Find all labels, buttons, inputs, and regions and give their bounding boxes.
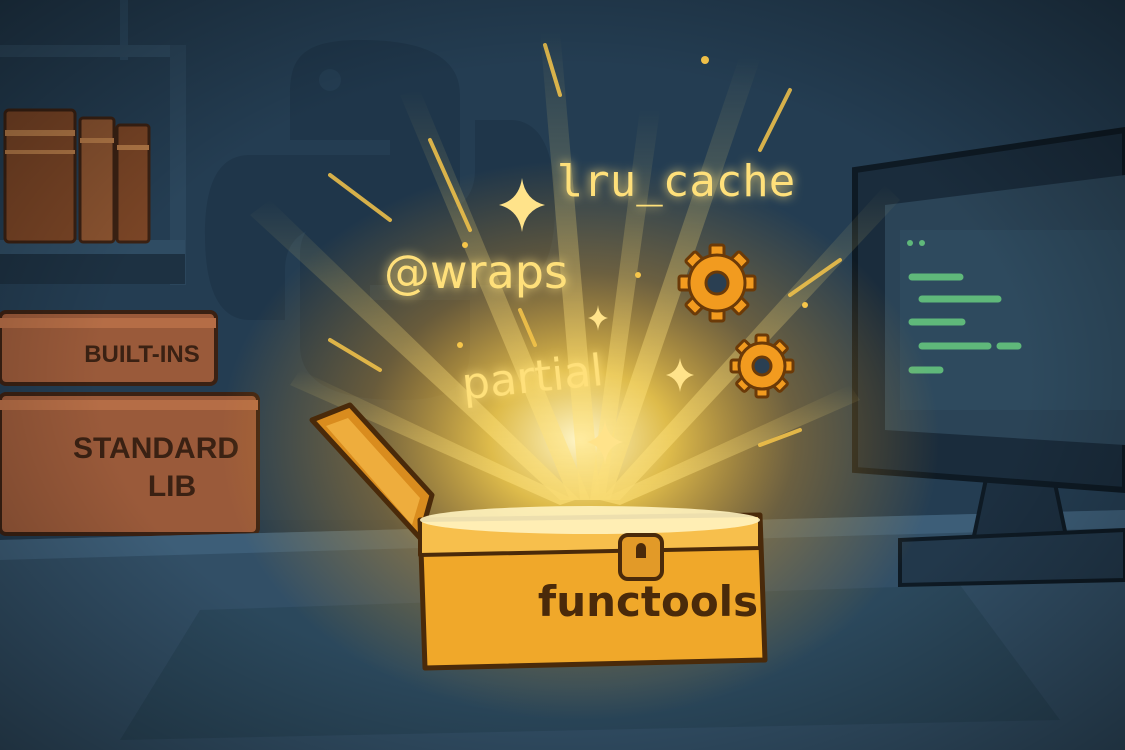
floating-word-wraps: @wraps	[384, 245, 568, 299]
standard-label-line1: STANDARD	[73, 432, 239, 465]
built-ins-label: BUILT-INS	[84, 341, 200, 368]
chest-label: functools	[538, 577, 758, 626]
built-ins-book: BUILT-INS	[0, 310, 218, 386]
standard-lib-book: STANDARD LIB	[0, 392, 260, 536]
lib-label-line2: LIB	[148, 470, 196, 503]
gear-icon-small	[729, 333, 795, 399]
gear-icon	[677, 243, 757, 323]
floating-word-lru-cache: lru_cache	[557, 156, 795, 207]
